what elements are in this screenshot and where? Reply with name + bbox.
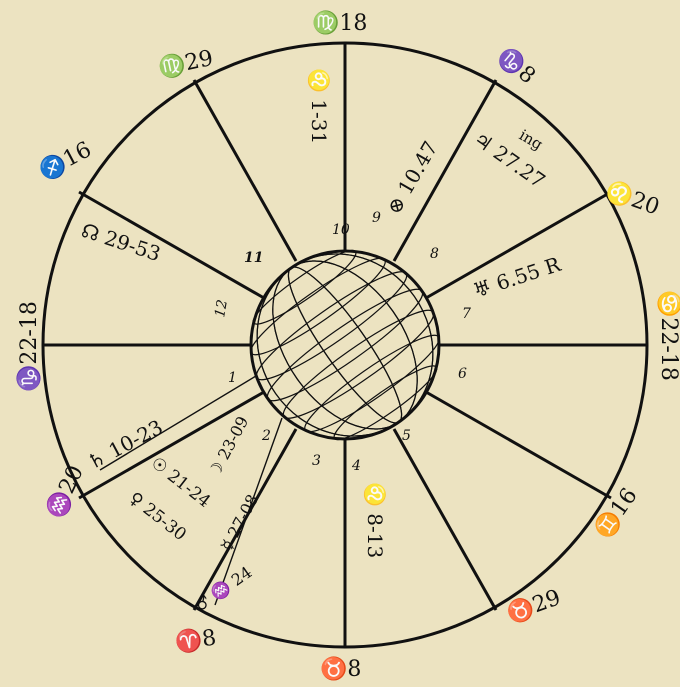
cusp-3-label: ♈8 (173, 624, 218, 656)
node-placement: ☊ 29-53 (78, 218, 163, 266)
house-number-11: 11 (244, 250, 263, 266)
house-number-3: 3 (312, 453, 321, 469)
ing-label: ing (516, 126, 546, 154)
house-number-6: 6 (458, 366, 467, 382)
house-number-7: 7 (462, 306, 471, 322)
house-number-10: 10 (332, 222, 350, 238)
uranus-placement: ♅ 6.55 R (470, 252, 564, 303)
house-number-1: 1 (228, 370, 237, 386)
house-number-5: 5 (402, 428, 411, 444)
cusp-8-label: ♌20 (602, 177, 663, 220)
cusp-asc-label: ♑22-18 (16, 301, 42, 392)
cusp-9-label: ♑8 (492, 43, 540, 90)
neptune-placement: ♌ 1-31 (307, 68, 331, 144)
spoke-6 (426, 392, 611, 498)
cusp-ic-label: ♉8 (320, 656, 361, 682)
venus-placement: ♀ 25-30 (125, 488, 190, 545)
house-number-8: 8 (430, 246, 439, 262)
cusp-mc-label: ♍18 (312, 10, 367, 36)
house-number-12: 12 (212, 298, 231, 318)
spoke-5 (394, 429, 496, 610)
south-node-placement: ♌ 8-13 (363, 482, 387, 558)
mercury-line-placement: ☿ 27-08 (217, 491, 262, 554)
cusp-desc-label: ♋22-18 (656, 290, 680, 381)
cusp-12-label: ♐16 (35, 136, 96, 185)
spoke-11 (194, 80, 296, 261)
cusp-5-label: ♉29 (503, 584, 564, 627)
mars-placement: ♂ ♒ 24 (191, 563, 255, 616)
house-number-9: 9 (372, 210, 381, 226)
house-number-2: 2 (261, 428, 271, 444)
fortuna-placement: ⊗ 10.47 (382, 137, 443, 219)
cusp-6-label: ♊16 (590, 483, 643, 543)
house-number-4: 4 (351, 458, 361, 474)
